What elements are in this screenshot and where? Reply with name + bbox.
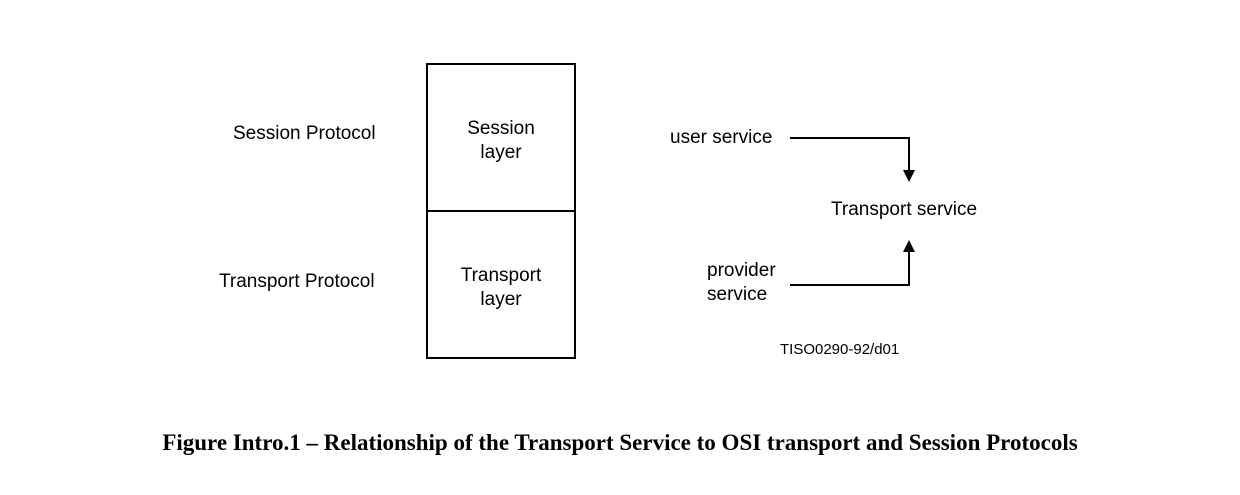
figure-code: TISO0290-92/d01 [780,341,900,358]
transport-protocol-label: Transport Protocol [219,271,375,292]
session-layer-label-line1: Session [467,118,535,139]
provider-service-label-line1: provider [707,260,776,281]
session-layer-box: Session layer [426,63,576,213]
transport-service-label: Transport service [831,199,978,220]
session-protocol-label: Session Protocol [233,123,376,144]
user-service-label: user service [670,127,773,148]
session-layer-label-line2: layer [480,142,522,163]
transport-layer-box: Transport layer [426,210,576,359]
provider-service-connector-vertical [908,251,910,286]
figure-caption: Figure Intro.1 – Relationship of the Tra… [162,430,1078,455]
user-service-connector-horizontal [790,137,910,139]
arrow-down-icon [903,170,915,182]
transport-layer-label-line1: Transport [460,265,542,286]
provider-service-connector-horizontal [790,284,910,286]
transport-layer-label-line2: layer [480,289,522,310]
user-service-connector-vertical [908,137,910,171]
provider-service-label-line2: service [707,284,768,305]
arrow-up-icon [903,240,915,252]
